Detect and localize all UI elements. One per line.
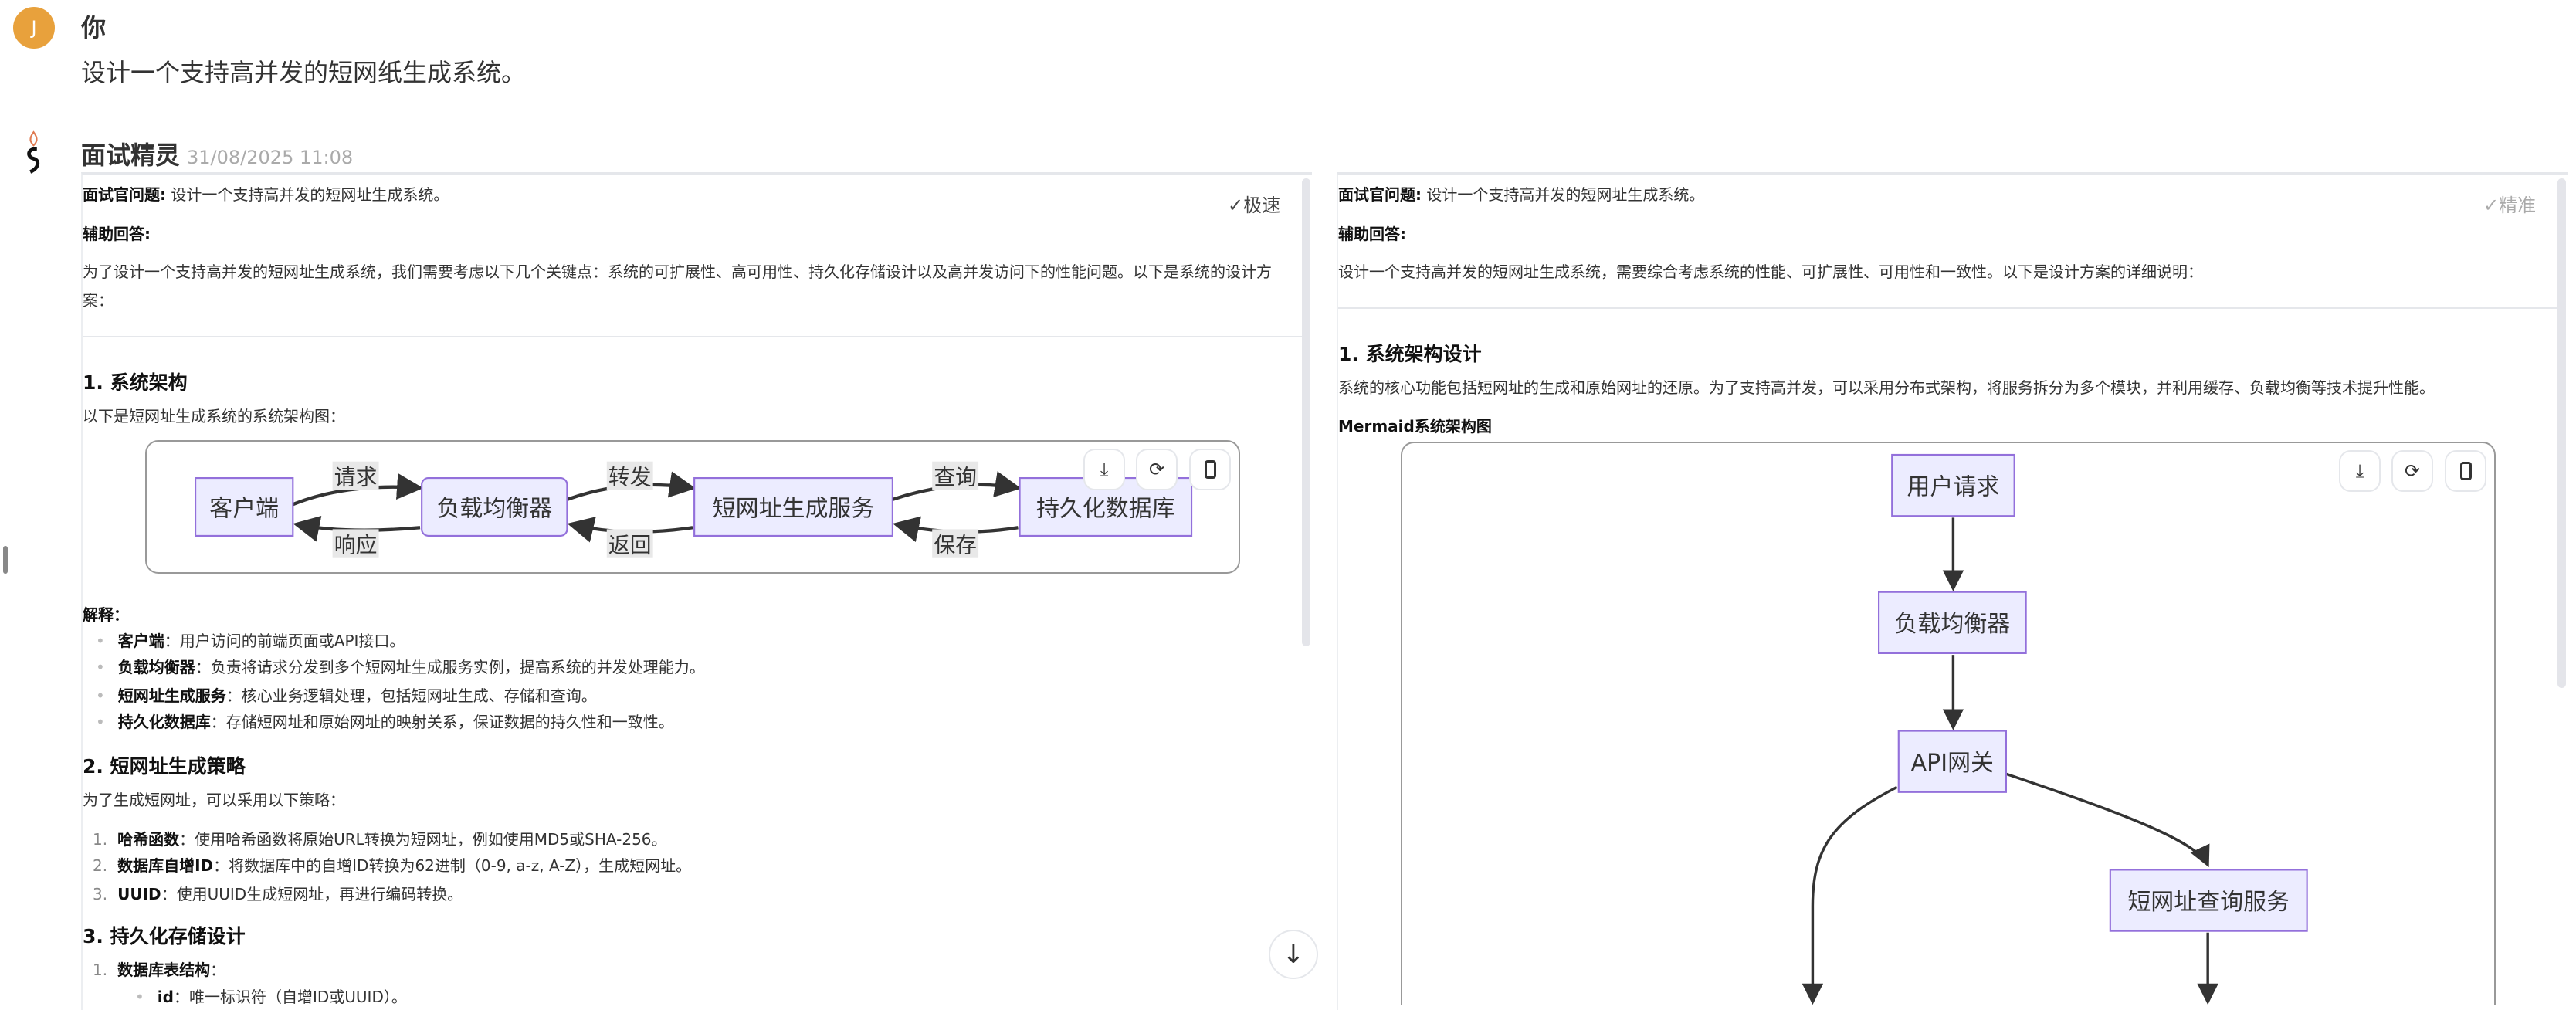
copy-button[interactable]	[1189, 449, 1231, 490]
list-item: •短网址生成服务：核心业务逻辑处理，包括短网址生成、存储和查询。	[96, 686, 597, 705]
list-item: 1.数据库表结构：	[93, 961, 226, 979]
edge-label: 响应	[334, 532, 378, 558]
diagram-node: 短网址生成服务	[693, 476, 893, 537]
svg-text:客户端: 客户端	[209, 495, 279, 522]
list-item: •客户端：用户访问的前端页面或API接口。	[96, 632, 405, 650]
scrollbar[interactable]	[1302, 178, 1310, 646]
svg-text:短网址查询服务: 短网址查询服务	[2127, 889, 2290, 916]
svg-text:持久化数据库: 持久化数据库	[1036, 495, 1175, 522]
refresh-button[interactable]: ⟳	[2391, 450, 2433, 492]
list-item: •持久化数据库：存储短网址和原始网址的映射关系，保证数据的持久性和一致性。	[96, 713, 674, 731]
interviewer-question: 面试官问题: 设计一个支持高并发的短网址生成系统。	[1338, 185, 1705, 204]
svg-text:用户请求: 用户请求	[1907, 473, 1999, 500]
download-button[interactable]: ⤓	[1083, 449, 1125, 490]
edge-label: 保存	[934, 532, 977, 558]
download-icon: ⤓	[1100, 459, 1109, 480]
intro-text-cont: 案：	[83, 291, 114, 310]
answer-label: 辅助回答:	[83, 225, 151, 243]
edge-label: 返回	[608, 532, 652, 558]
clipboard-icon	[2459, 462, 2472, 480]
user-name: 你	[81, 13, 107, 42]
scroll-down-button[interactable]: ↓	[1269, 930, 1318, 979]
list-item: 3.UUID：使用UUID生成短网址，再进行编码转换。	[93, 885, 463, 903]
refresh-icon: ⟳	[1148, 459, 1165, 480]
divider	[83, 336, 1302, 337]
edge-label: 查询	[934, 465, 977, 490]
svg-text:API网关: API网关	[1911, 750, 1994, 777]
intro-text: 为了设计一个支持高并发的短网址生成系统，我们需要考虑以下几个关键点：系统的可扩展…	[83, 263, 1272, 281]
list-item: 2.数据库自增ID：将数据库中的自增ID转换为62进制（0-9, a-z, A-…	[93, 856, 692, 875]
svg-text:负载均衡器: 负载均衡器	[1894, 611, 2010, 638]
mermaid-diagram: 用户请求 负载均衡器 API网关 短网址查询服务 ⤓ ⟳	[1401, 442, 2496, 1005]
refresh-icon: ⟳	[2404, 460, 2421, 482]
svg-text:负载均衡器: 负载均衡器	[436, 495, 552, 522]
answer-label: 辅助回答:	[1338, 225, 1406, 243]
explain-label: 解释：	[83, 605, 129, 624]
list-item: •id：唯一标识符（自增ID或UUID）。	[135, 988, 407, 1006]
section-text: 以下是短网址生成系统的系统架构图：	[83, 407, 345, 425]
mode-precise-badge[interactable]: ✓精准	[2483, 195, 2537, 216]
diagram-label: Mermaid系统架构图	[1338, 417, 1492, 436]
list-item: 1.哈希函数：使用哈希函数将原始URL转换为短网址，例如使用MD5或SHA-25…	[93, 830, 667, 849]
mode-fast-badge[interactable]: ✓极速	[1228, 195, 1281, 216]
diagram-node: API网关	[1897, 730, 2008, 793]
divider	[1338, 307, 2557, 309]
intro-text: 设计一个支持高并发的短网址生成系统，需要综合考虑系统的性能、可扩展性、可用性和一…	[1338, 263, 2203, 281]
answer-panel-precise: 面试官问题: 设计一个支持高并发的短网址生成系统。 ✓精准 辅助回答: 设计一个…	[1337, 172, 2568, 1010]
diagram-node: 用户请求	[1891, 453, 2015, 517]
resize-handle[interactable]	[3, 546, 8, 574]
architecture-diagram: 客户端 负载均衡器 短网址生成服务 持久化数据库 请求 转发 查询 响应 返回 …	[145, 440, 1240, 574]
bot-logo-icon	[19, 130, 49, 177]
section-text: 系统的核心功能包括短网址的生成和原始网址的还原。为了支持高并发，可以采用分布式架…	[1338, 378, 2435, 397]
refresh-button[interactable]: ⟳	[1136, 449, 1178, 490]
section-heading: 1. 系统架构设计	[1338, 343, 1482, 365]
section-text: 为了生成短网址，可以采用以下策略：	[83, 791, 345, 809]
section-heading: 2. 短网址生成策略	[83, 755, 246, 778]
user-question: 设计一个支持高并发的短网纸生成系统。	[81, 58, 527, 87]
edge-label: 转发	[608, 465, 652, 490]
edge-label: 请求	[334, 465, 378, 490]
section-heading: 3. 持久化存储设计	[83, 925, 246, 947]
answer-panel-fast: 面试官问题: 设计一个支持高并发的短网址生成系统。 ✓极速 辅助回答: 为了设计…	[81, 172, 1312, 1010]
copy-button[interactable]	[2445, 450, 2486, 492]
diagram-node: 客户端	[195, 476, 294, 537]
interviewer-question: 面试官问题: 设计一个支持高并发的短网址生成系统。	[83, 185, 449, 204]
download-icon: ⤓	[2355, 460, 2364, 482]
download-button[interactable]: ⤓	[2339, 450, 2381, 492]
message-timestamp: 31/08/2025 11:08	[187, 147, 354, 168]
diagram-node: 负载均衡器	[1878, 591, 2027, 654]
diagram-node: 负载均衡器	[421, 476, 568, 537]
scrollbar[interactable]	[2557, 178, 2566, 688]
diagram-node: 短网址查询服务	[2109, 869, 2308, 932]
svg-text:短网址生成服务: 短网址生成服务	[713, 495, 875, 522]
section-heading: 1. 系统架构	[83, 371, 188, 394]
clipboard-icon	[1204, 460, 1216, 479]
user-avatar: J	[13, 7, 55, 49]
list-item: •负载均衡器：负责将请求分发到多个短网址生成服务实例，提高系统的并发处理能力。	[96, 658, 705, 676]
arrow-down-icon: ↓	[1282, 939, 1305, 970]
